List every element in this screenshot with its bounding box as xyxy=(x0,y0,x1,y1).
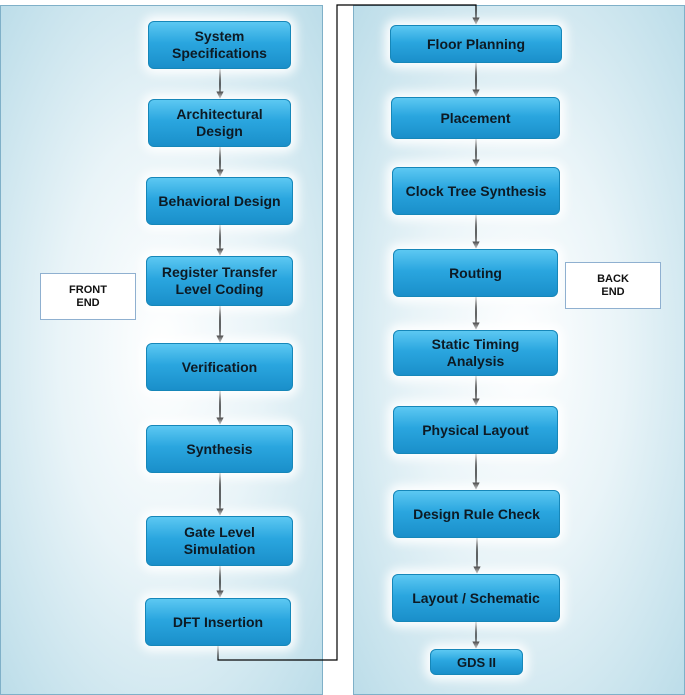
crossover-arrow xyxy=(217,4,480,661)
front-step-verification: Verification xyxy=(146,343,293,391)
back-step-routing: Routing xyxy=(393,249,558,297)
front-step-gate-level-simulation: Gate Level Simulation xyxy=(146,516,293,566)
front-end-label: FRONT END xyxy=(40,273,136,320)
back-step-floor-planning: Floor Planning xyxy=(390,25,562,63)
front-step-synthesis: Synthesis xyxy=(146,425,293,473)
front-step-system-specifications: System Specifications xyxy=(148,21,291,69)
front-step-dft-insertion: DFT Insertion xyxy=(145,598,291,646)
back-step-static-timing-analysis: Static Timing Analysis xyxy=(393,330,558,376)
back-step-physical-layout: Physical Layout xyxy=(393,406,558,454)
back-step-design-rule-check: Design Rule Check xyxy=(393,490,560,538)
back-step-gds-ii: GDS II xyxy=(430,649,523,675)
front-step-behavioral-design: Behavioral Design xyxy=(146,177,293,225)
front-step-register-transfer-level-coding: Register Transfer Level Coding xyxy=(146,256,293,306)
back-end-label: BACK END xyxy=(565,262,661,309)
back-step-layout-schematic: Layout / Schematic xyxy=(392,574,560,622)
back-step-placement: Placement xyxy=(391,97,560,139)
back-step-clock-tree-synthesis: Clock Tree Synthesis xyxy=(392,167,560,215)
front-step-architectural-design: Architectural Design xyxy=(148,99,291,147)
